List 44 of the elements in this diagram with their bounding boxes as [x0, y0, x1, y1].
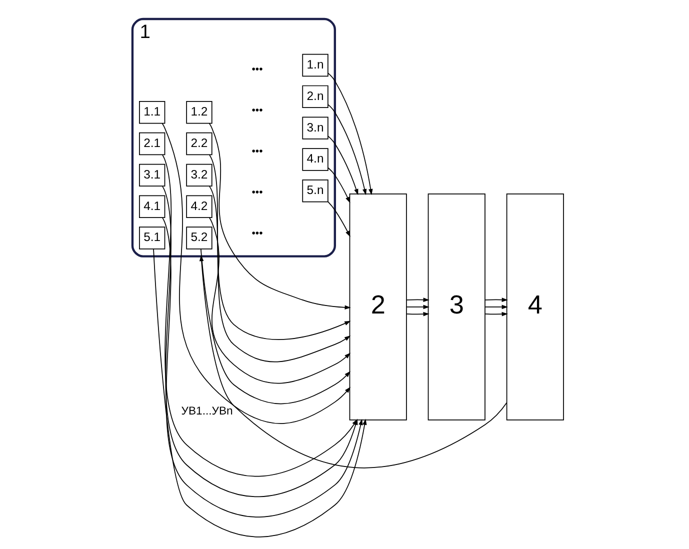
arrow [200, 248, 350, 404]
label: ••• [252, 64, 263, 76]
label: ••• [252, 187, 263, 198]
label: ••• [252, 228, 263, 240]
node-box: 1.1 [139, 101, 166, 124]
arrow [209, 186, 351, 362]
arrow [484, 312, 508, 316]
node-box: 4 [506, 194, 564, 420]
arrow [328, 104, 367, 196]
node-box: 3.n [302, 116, 328, 140]
label: ••• [252, 105, 263, 116]
arrow [406, 304, 430, 310]
arrow [328, 201, 350, 237]
node-box: 2.2 [186, 132, 212, 156]
arrow [162, 217, 363, 518]
arrow [209, 154, 351, 340]
edge-label: УВ1...УВn [181, 406, 233, 418]
arrow [328, 136, 358, 196]
node-box: 3 [428, 194, 486, 420]
node-box: 2.n [302, 85, 328, 108]
node-box: 3.2 [186, 164, 212, 187]
arrow [406, 312, 430, 316]
arrow [484, 298, 508, 302]
arrow [162, 122, 351, 424]
arrow [208, 217, 351, 384]
node-box: 4.n [302, 148, 328, 171]
node-box: 3.1 [139, 164, 166, 187]
node-box: 1.2 [186, 101, 212, 124]
node-box: 1.n [302, 54, 328, 77]
arrow [199, 255, 508, 468]
arrow [328, 72, 373, 196]
node-box: 2.1 [139, 132, 166, 156]
arrow [484, 304, 508, 310]
node-box: 4.1 [139, 195, 166, 218]
label: ••• [252, 146, 263, 158]
node-box: 5.1 [139, 226, 166, 250]
node-box: 5.n [302, 180, 328, 202]
arrow [153, 248, 367, 538]
arrow [208, 122, 351, 310]
arrow [406, 298, 430, 302]
node-box: 2 [349, 194, 407, 420]
arrow [328, 167, 350, 204]
node-box: 5.2 [186, 226, 212, 250]
node-box: 4.2 [186, 195, 212, 218]
